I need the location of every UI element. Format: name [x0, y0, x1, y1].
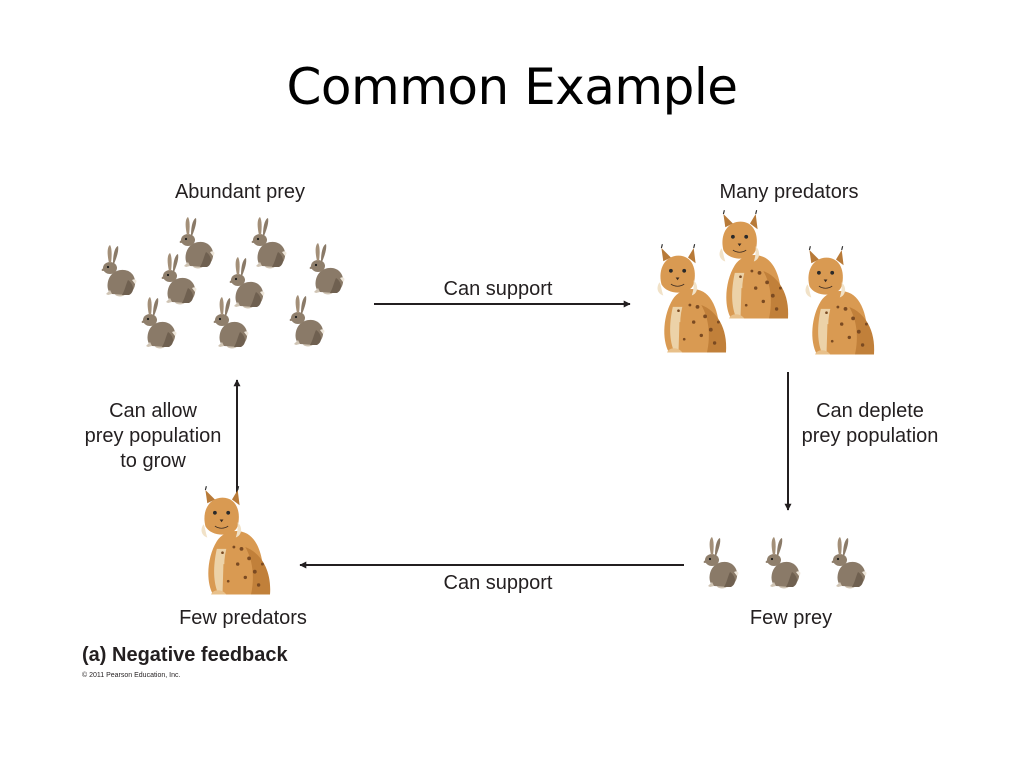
hare-icon	[141, 297, 177, 349]
slide-title: Common Example	[286, 58, 738, 116]
edge-label-left-line: to grow	[120, 450, 186, 472]
edge-label-right-line: Can deplete	[816, 400, 924, 422]
hare-icon	[251, 217, 287, 269]
node-label-many-predators: Many predators	[719, 181, 859, 203]
lynx-icon	[804, 245, 875, 356]
figure-caption: (a) Negative feedback	[82, 644, 288, 666]
hare-icon	[765, 537, 801, 589]
many-predators-lynxes	[656, 209, 875, 356]
hare-icon	[101, 245, 137, 297]
node-label-abundant-prey: Abundant prey	[174, 181, 306, 203]
hare-icon	[289, 295, 325, 347]
edge-label-left-line: Can allow	[109, 400, 197, 422]
edge-label-right-line: prey population	[801, 425, 939, 447]
edge-label-right: Can deplete prey population	[802, 399, 939, 449]
edge-label-top: Can support	[443, 278, 553, 300]
hare-icon	[831, 537, 867, 589]
abundant-prey-hares	[101, 217, 345, 349]
lynx-icon	[656, 243, 727, 354]
copyright-notice: © 2011 Pearson Education, Inc.	[82, 672, 181, 679]
few-predators-lynx	[200, 485, 271, 596]
edge-label-left: Can allow prey population to grow	[85, 399, 222, 474]
edge-label-left-line: prey population	[84, 425, 222, 447]
hare-icon	[179, 217, 215, 269]
node-label-few-prey: Few prey	[749, 607, 833, 629]
few-prey-hares	[703, 537, 867, 589]
hare-icon	[309, 243, 345, 295]
lynx-icon	[200, 485, 271, 596]
edge-label-bottom: Can support	[443, 572, 553, 594]
lynx-icon	[718, 209, 789, 320]
hare-icon	[703, 537, 739, 589]
node-label-few-predators: Few predators	[179, 607, 307, 629]
